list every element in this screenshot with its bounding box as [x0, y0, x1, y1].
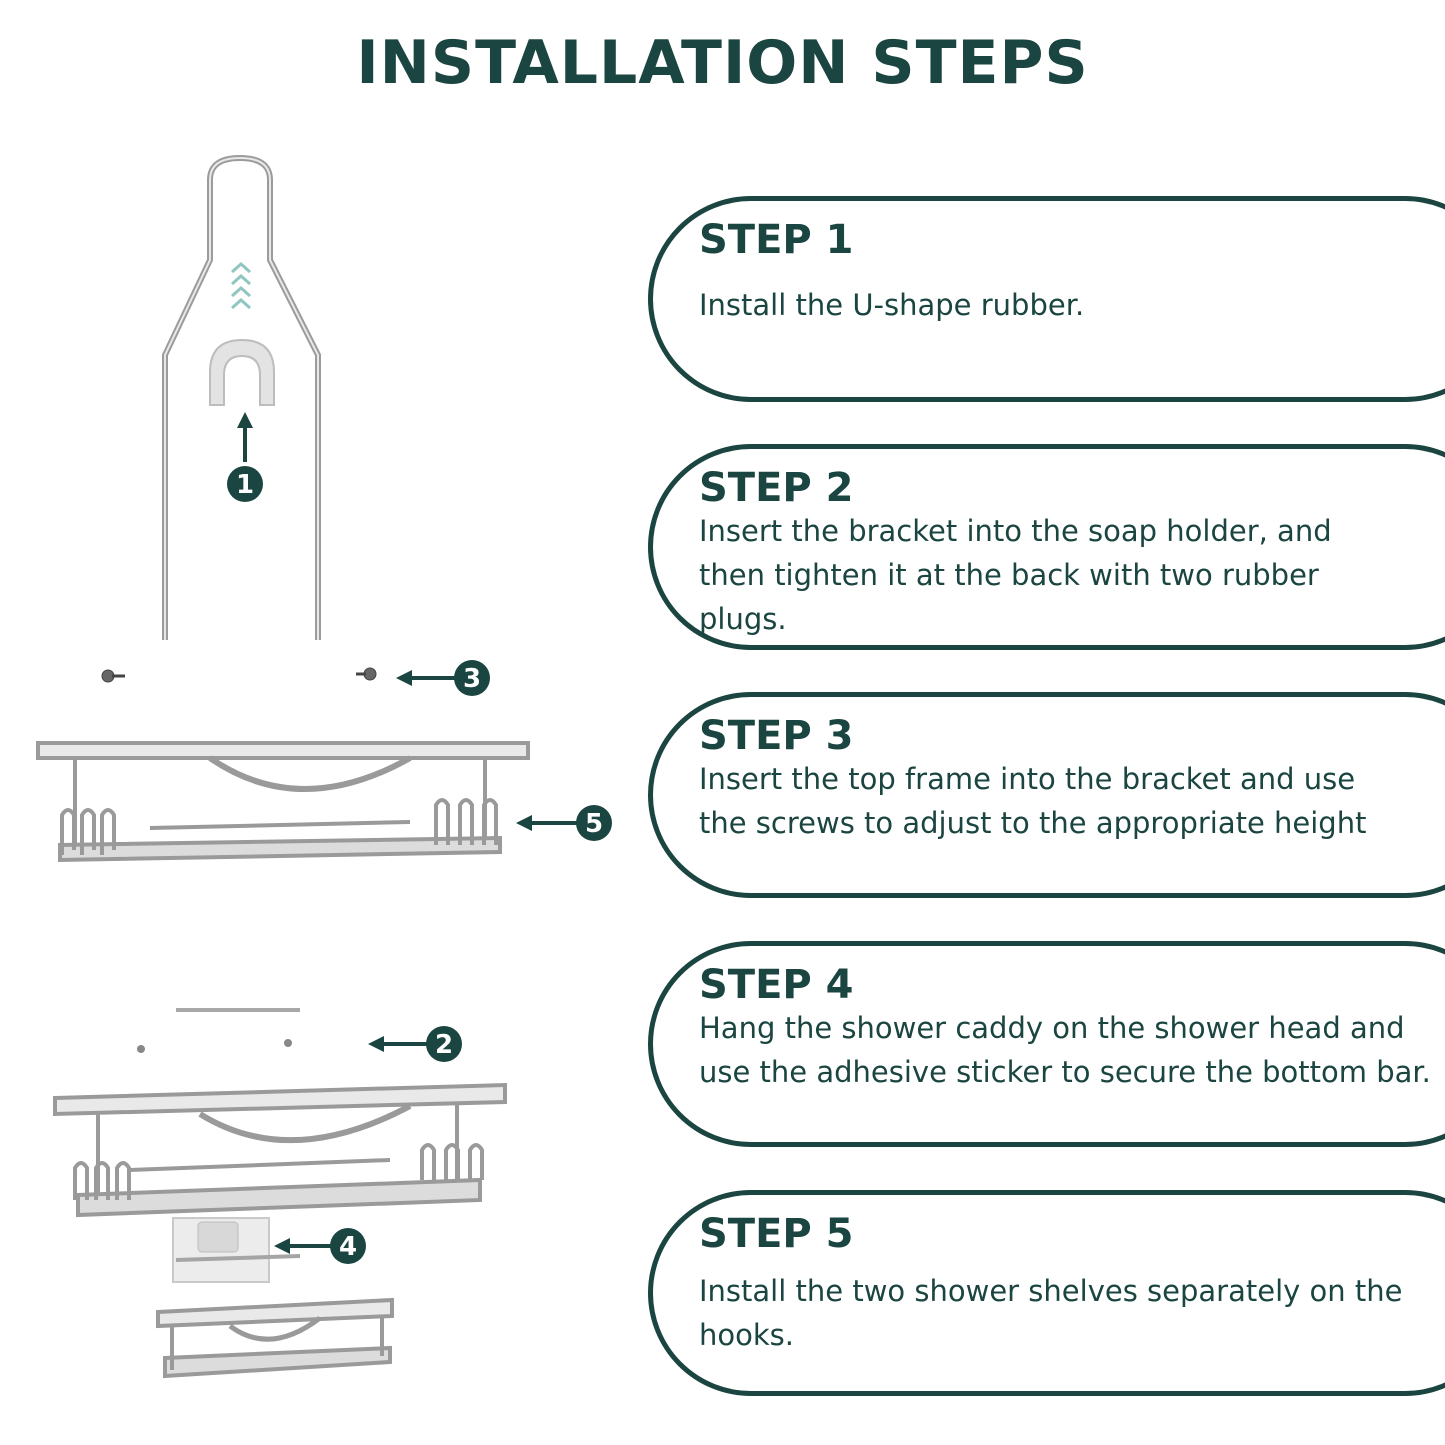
screw-icon	[101, 667, 377, 683]
bottom-shelf	[156, 1297, 394, 1379]
step-heading: STEP 1	[699, 217, 854, 263]
step-text: Insert the bracket into the soap holder,…	[699, 514, 1332, 636]
callout-arrow-3	[396, 670, 455, 686]
up-chevrons-icon	[231, 261, 251, 310]
page-title: INSTALLATION STEPS	[356, 28, 1089, 98]
step-text: Install the U-shape rubber.	[699, 288, 1085, 322]
callout-badge-1: 1	[227, 466, 263, 502]
callout-badge-5: 5	[576, 805, 612, 841]
top-shelf	[36, 741, 530, 863]
callout-arrow-4	[274, 1238, 332, 1254]
step-card-4: STEP 4 Hang the shower caddy on the show…	[648, 941, 1445, 1147]
step-text: Insert the top frame into the bracket an…	[699, 762, 1367, 840]
step-text: Hang the shower caddy on the shower head…	[699, 1011, 1431, 1089]
callout-badge-3: 3	[454, 660, 490, 696]
callout-arrow-2	[368, 1036, 428, 1052]
svg-text:2: 2	[435, 1030, 453, 1060]
svg-text:3: 3	[463, 664, 481, 694]
step-heading: STEP 3	[699, 713, 854, 759]
callout-arrow-5	[516, 815, 578, 831]
callout-badge-4: 4	[330, 1228, 366, 1264]
step-heading: STEP 4	[699, 962, 854, 1008]
step-card-1: STEP 1 Install the U-shape rubber.	[648, 196, 1445, 402]
callout-badge-2: 2	[426, 1026, 462, 1062]
svg-text:4: 4	[339, 1232, 357, 1262]
step-card-5: STEP 5 Install the two shower shelves se…	[648, 1190, 1445, 1396]
u-shape-rubber-icon	[209, 338, 275, 406]
shower-caddy-illustration: 1 3 5 2 4	[36, 154, 612, 1379]
step-card-3: STEP 3 Insert the top frame into the bra…	[648, 692, 1445, 898]
step-text: Install the two shower shelves separatel…	[699, 1274, 1403, 1352]
svg-text:1: 1	[236, 470, 254, 500]
step-card-2: STEP 2 Insert the bracket into the soap …	[648, 444, 1445, 650]
step-heading: STEP 5	[699, 1211, 854, 1257]
middle-shelf	[53, 1082, 507, 1218]
step-heading: STEP 2	[699, 465, 854, 511]
svg-text:5: 5	[585, 809, 603, 839]
